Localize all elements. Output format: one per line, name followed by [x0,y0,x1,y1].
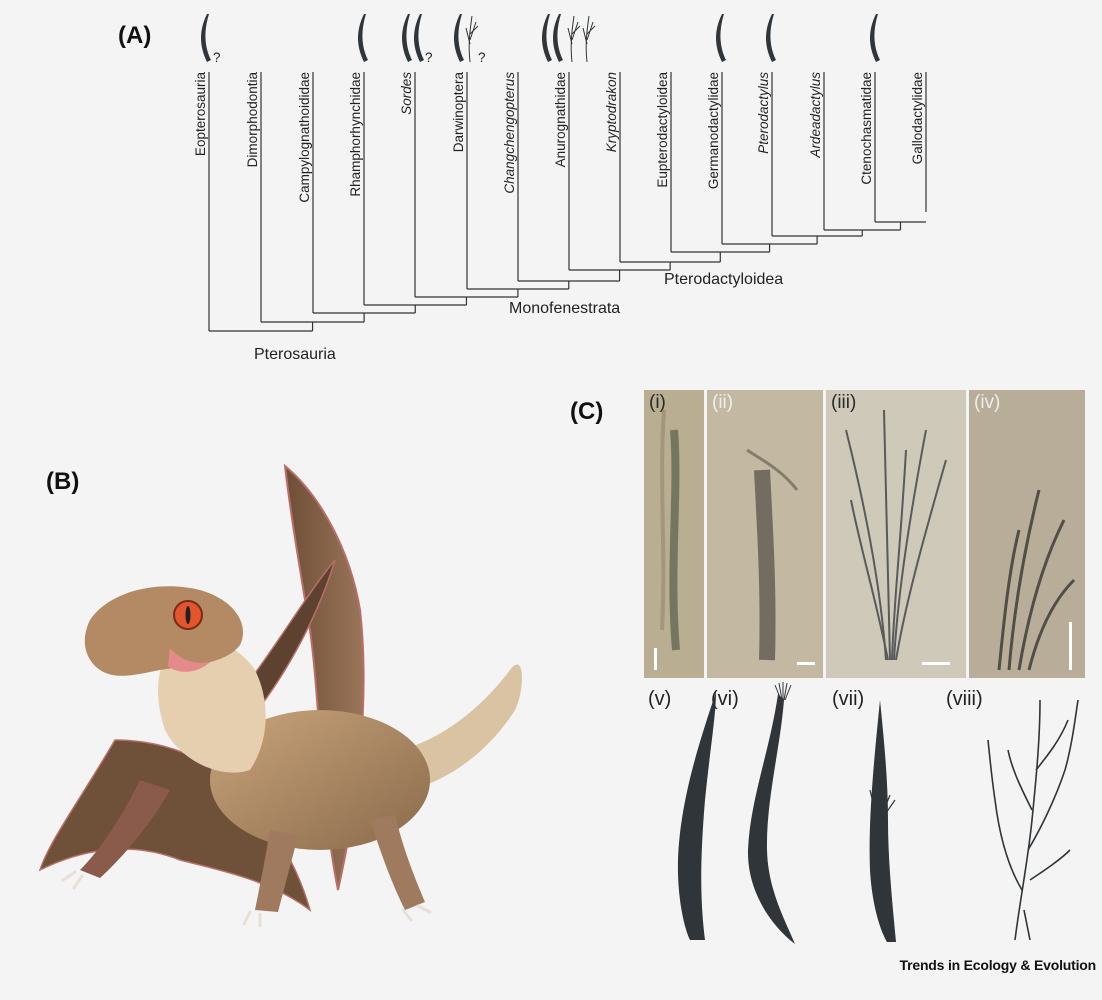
clade-label-pterodactyloidea: Pterodactyloidea [664,271,783,288]
taxon-label-6: Changchengopterus [502,72,517,194]
uncertain-mark-2: ? [478,50,486,65]
cladogram: Eopterosauria Dimorphodontia Campylognatho… [0,0,1102,380]
scale-bar-iv [1069,622,1072,670]
taxon-label-12: Ardeadactylus [808,72,823,159]
panel-label-c: (C) [570,398,603,426]
fossil-texture-i [644,390,704,678]
branched-filament-viii [988,700,1078,940]
taxon-label-5: Darwinoptera [451,72,466,153]
fossil-photo-iii: (iii) [826,390,966,678]
photo-label-iv: (iv) [974,392,1000,414]
filament-icon-eopterosauria [201,14,211,62]
hind-leg-right [370,815,425,910]
filament-icon-pterodactylus [766,14,776,62]
drawing-label-v: (v) [648,688,671,711]
brush-icon-anurognathidae-a [568,16,580,62]
uncertain-mark-1: ? [425,50,433,65]
filament-icon-darwinoptera-a [454,14,464,62]
fossil-texture-iii [826,390,966,678]
uncertain-mark-0: ? [213,50,221,65]
tuft-filament-vii [870,700,896,942]
brush-tip-vi [775,682,791,700]
taxon-label-4: Sordes [399,72,414,115]
taxon-label-14: Gallodactylidae [910,72,925,164]
brush-filament-vi [748,694,795,944]
taxon-label-7: Anurognathidae [553,72,568,167]
brush-icon-anurognathidae-b [583,16,595,62]
drawing-label-viii: (viii) [946,688,983,711]
brush-icon-darwinoptera [466,16,478,62]
filament-icon-germanodactylidae [716,14,726,62]
fossil-photo-ii: (ii) [707,390,823,678]
drawing-label-vi: (vi) [711,688,739,711]
taxon-label-11: Pterodactylus [756,72,771,154]
scale-bar-iii [922,662,950,665]
clade-label-pterosauria: Pterosauria [254,346,336,363]
taxon-label-2: Campylognathoididae [297,72,312,203]
taxon-label-9: Eupterodactyloidea [655,72,670,188]
filament-icon-anurognathidae-b [553,14,563,62]
scale-bar-i [654,648,657,670]
pupil [186,606,191,624]
photo-label-i: (i) [649,392,666,414]
photo-label-iii: (iii) [831,392,856,414]
taxon-label-3: Rhamphorhynchidae [348,72,363,197]
filament-icon-ctenochasmatidae [870,14,880,62]
fossil-texture-ii [707,390,823,678]
fossil-photo-iv: (iv) [969,390,1085,678]
photo-label-ii: (ii) [712,392,733,414]
filament-icon-rhamphorhynchidae [358,14,368,62]
filament-icon-sordes-a [402,14,412,62]
drawing-label-vii: (vii) [832,688,864,711]
fossil-texture-iv [969,390,1085,678]
claws [63,872,430,926]
scale-bar-ii [797,662,815,665]
filament-icon-anurognathidae-a [542,14,552,62]
monofilament-v [678,692,716,940]
journal-credit: Trends in Ecology & Evolution [900,957,1096,973]
clade-label-monofenestrata: Monofenestrata [509,300,620,317]
taxon-label-10: Germanodactylidae [706,72,721,189]
taxon-label-8: Kryptodrakon [604,72,619,152]
tuft-branches-vii [870,785,895,820]
filament-icon-sordes-b [414,14,424,62]
taxon-label-0: Eopterosauria [193,72,208,157]
taxon-label-1: Dimorphodontia [245,72,260,168]
taxon-label-13: Ctenochasmatidae [859,72,874,185]
pterosaur-reconstruction [20,440,580,1000]
fossil-photo-i: (i) [644,390,704,678]
